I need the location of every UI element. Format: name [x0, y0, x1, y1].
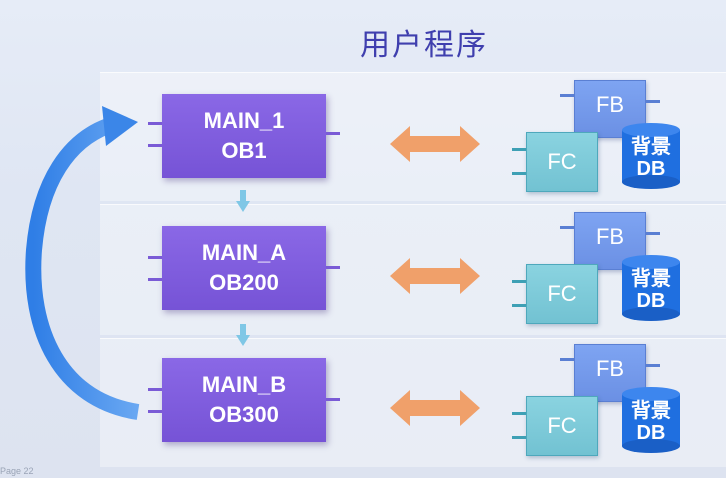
fc-block: FC — [526, 132, 598, 192]
bidirectional-arrow-icon — [390, 126, 480, 162]
db-label-chinese: 背景 — [631, 398, 671, 422]
instance-db-cylinder: 背景 DB — [620, 254, 682, 322]
ob-number: OB1 — [221, 138, 267, 163]
bidirectional-arrow-icon — [390, 390, 480, 426]
db-label-chinese: 背景 — [631, 134, 671, 158]
fc-block: FC — [526, 396, 598, 456]
db-label-chinese: 背景 — [631, 266, 671, 290]
down-arrow-icon — [236, 324, 250, 346]
diagram-title: 用户程序 — [360, 28, 488, 63]
fc-block: FC — [526, 264, 598, 324]
db-label: DB — [636, 290, 666, 312]
db-label: DB — [636, 422, 666, 444]
instance-db-cylinder: 背景 DB — [620, 386, 682, 454]
bidirectional-arrow-icon — [390, 258, 480, 294]
cycle-loop-arrow — [25, 106, 140, 420]
ob-name: MAIN_A — [201, 240, 287, 265]
ob-block-main-1: MAIN_1 OB1 — [148, 94, 340, 178]
db-label: DB — [636, 158, 666, 180]
ob-name: MAIN_1 — [203, 108, 285, 133]
ob-number: OB300 — [209, 402, 279, 427]
page-footer: Page 22 — [0, 466, 34, 476]
ob-block-main-b: MAIN_B OB300 — [148, 358, 340, 442]
instance-db-cylinder: 背景 DB — [620, 122, 682, 190]
ob-name: MAIN_B — [201, 372, 287, 397]
ob-block-main-a: MAIN_A OB200 — [148, 226, 340, 310]
ob-number: OB200 — [209, 270, 279, 295]
down-arrow-icon — [236, 190, 250, 212]
